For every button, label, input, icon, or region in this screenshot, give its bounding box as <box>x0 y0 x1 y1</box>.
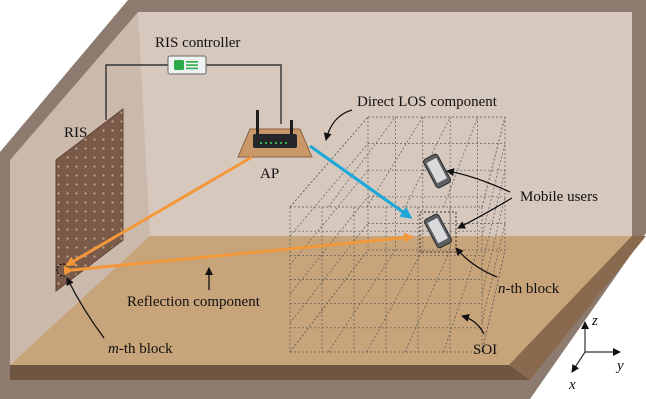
mobile-phone-icon-upper <box>422 153 452 189</box>
soi-grid-line <box>404 116 451 208</box>
floor-right-edge <box>509 236 646 380</box>
soi-label: SOI <box>473 342 497 358</box>
soi-grid-line <box>289 143 369 237</box>
n-th-block-label: n-th block <box>498 281 560 297</box>
axis-z-label: z <box>591 313 598 329</box>
mobile-users-pointer-lower <box>457 197 513 229</box>
soi-grid-line <box>404 249 451 353</box>
soi-grid-line <box>481 249 506 353</box>
direct-los-label: Direct LOS component <box>357 94 498 110</box>
soi-grid-line <box>289 249 369 353</box>
los-pointer <box>323 109 353 141</box>
m-th-block-suffix: -th block <box>119 341 173 357</box>
ris-label: RIS <box>64 125 87 141</box>
n-th-block-marker <box>419 211 457 253</box>
soi-pointer <box>461 313 485 335</box>
axis-x-label: x <box>568 377 576 393</box>
controller-wire-ap <box>206 64 282 124</box>
controller-wire-ris <box>105 64 168 120</box>
soi-grid-line <box>443 249 478 353</box>
m-th-block-italic: m <box>108 341 119 357</box>
mobile-users-label: Mobile users <box>520 189 598 205</box>
ris-controller-label: RIS controller <box>155 35 240 51</box>
access-point-icon <box>237 110 313 158</box>
direct-los-arrow <box>309 144 413 219</box>
reflection-component-label: Reflection component <box>127 294 261 310</box>
m-block-pointer <box>66 277 105 339</box>
n-th-block-italic: n <box>498 281 506 297</box>
soi-grid-line <box>481 116 506 208</box>
soi-grid-line <box>481 196 506 295</box>
back-wall <box>138 12 632 236</box>
axis-indicator <box>571 321 621 373</box>
n-th-block-suffix: -th block <box>506 281 560 297</box>
ris-controller-icon <box>167 55 207 75</box>
floor-front-edge <box>10 365 530 380</box>
n-block-pointer <box>455 247 498 278</box>
soi-grid-line <box>289 196 369 295</box>
axis-y-label: y <box>615 358 624 374</box>
m-th-block-label: m-th block <box>108 341 173 357</box>
soi-grid <box>289 116 506 353</box>
soi-grid-line <box>328 116 396 208</box>
ap-label: AP <box>260 166 279 182</box>
mobile-phone-icon-lower <box>423 213 453 249</box>
soi-grid-line <box>481 223 506 324</box>
mobile-users-pointer-upper <box>446 168 511 193</box>
soi-grid-line <box>481 170 506 266</box>
reflection-arrow-ris-to-user <box>63 232 414 276</box>
soi-grid-line <box>443 116 478 208</box>
